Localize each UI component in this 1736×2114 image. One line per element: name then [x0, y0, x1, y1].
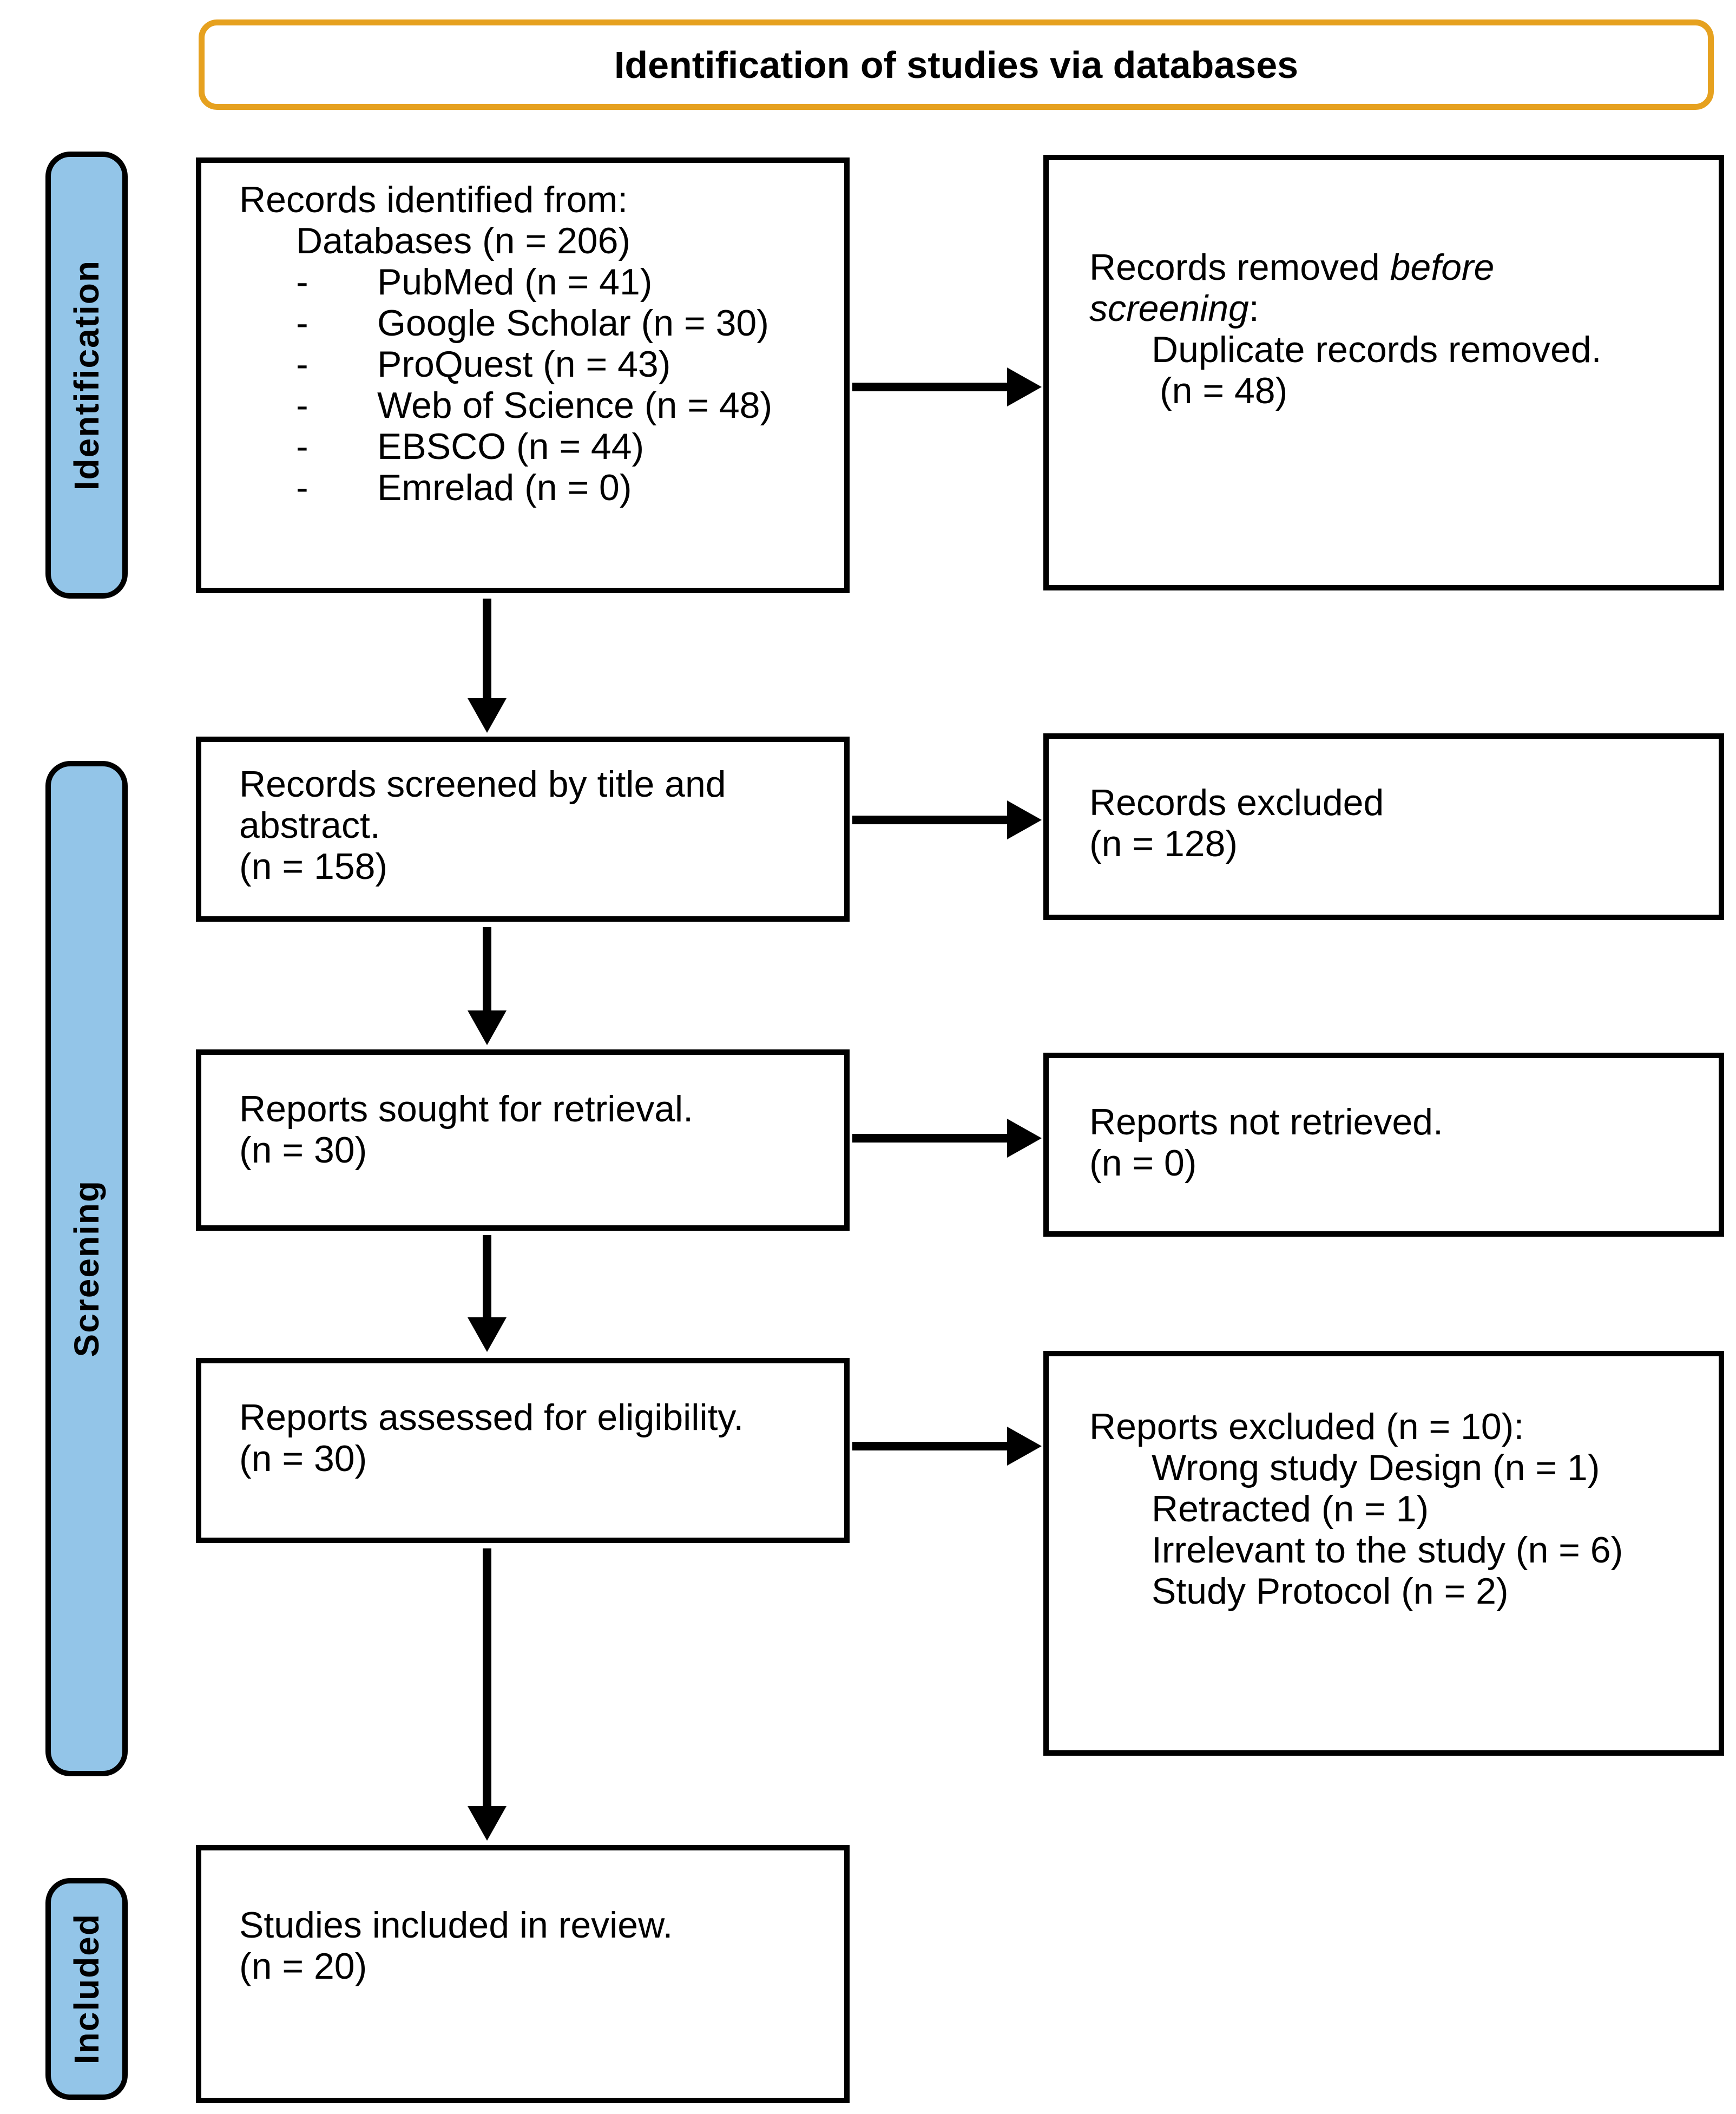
records-screened-line2: abstract.	[239, 805, 380, 846]
arrow-right-2-shaft	[852, 816, 1008, 824]
box-reports-excluded: Reports excluded (n = 10): Wrong study D…	[1043, 1351, 1724, 1756]
records-removed-count: (n = 48)	[1160, 370, 1288, 411]
database-item: - Web of Science (n = 48)	[296, 385, 833, 426]
reports-excluded-item: Irrelevant to the study (n = 6)	[1152, 1529, 1623, 1571]
records-removed-line1: Records removed before	[1089, 247, 1708, 288]
records-excluded-line1: Records excluded	[1089, 782, 1384, 823]
database-item: - Google Scholar (n = 30)	[296, 303, 833, 344]
database-item-label: PubMed (n = 41)	[377, 261, 653, 303]
dash-bullet: -	[296, 344, 308, 385]
arrow-down-1-head	[468, 698, 507, 733]
stage-label-screening-text: Screening	[67, 1180, 106, 1357]
dash-bullet: -	[296, 467, 308, 508]
database-item: - PubMed (n = 41)	[296, 261, 833, 303]
reports-not-retrieved-count: (n = 0)	[1089, 1143, 1197, 1184]
studies-included-count: (n = 20)	[239, 1946, 367, 1987]
arrow-down-2-shaft	[483, 927, 491, 1012]
stage-label-included: Included	[45, 1878, 128, 2100]
title-text: Identification of studies via databases	[614, 43, 1299, 86]
arrow-right-2-head	[1007, 800, 1042, 839]
arrow-down-2-head	[468, 1010, 507, 1045]
database-item: - ProQuest (n = 43)	[296, 344, 833, 385]
arrow-right-3-head	[1007, 1119, 1042, 1158]
arrow-down-4-head	[468, 1806, 507, 1841]
records-identified-subheading: Databases (n = 206)	[296, 220, 631, 261]
reports-sought-count: (n = 30)	[239, 1130, 367, 1171]
arrow-down-3-shaft	[483, 1235, 491, 1318]
studies-included-line1: Studies included in review.	[239, 1905, 673, 1946]
box-records-excluded: Records excluded (n = 128)	[1043, 733, 1724, 920]
database-item-label: Google Scholar (n = 30)	[377, 303, 769, 344]
arrow-right-3-shaft	[852, 1134, 1008, 1143]
reports-sought-line1: Reports sought for retrieval.	[239, 1088, 694, 1130]
arrow-down-4-shaft	[483, 1548, 491, 1807]
dash-bullet: -	[296, 303, 308, 344]
database-item-label: ProQuest (n = 43)	[377, 344, 671, 385]
box-reports-not-retrieved: Reports not retrieved. (n = 0)	[1043, 1053, 1724, 1237]
records-removed-detail: Duplicate records removed.	[1152, 329, 1602, 370]
reports-excluded-heading: Reports excluded (n = 10):	[1089, 1406, 1524, 1447]
dash-bullet: -	[296, 385, 308, 426]
database-item-label: Emrelad (n = 0)	[377, 467, 632, 508]
arrow-right-1-shaft	[852, 383, 1008, 391]
records-removed-line1-normal: Records removed	[1089, 247, 1390, 288]
dash-bullet: -	[296, 426, 308, 467]
box-studies-included: Studies included in review. (n = 20)	[196, 1845, 850, 2103]
reports-excluded-item: Retracted (n = 1)	[1152, 1488, 1429, 1529]
records-screened-line1: Records screened by title and	[239, 764, 726, 805]
database-item: - Emrelad (n = 0)	[296, 467, 833, 508]
reports-excluded-item: Wrong study Design (n = 1)	[1152, 1447, 1600, 1488]
reports-assessed-line1: Reports assessed for eligibility.	[239, 1397, 744, 1438]
database-item-label: Web of Science (n = 48)	[377, 385, 773, 426]
reports-assessed-count: (n = 30)	[239, 1438, 367, 1479]
records-identified-heading: Records identified from:	[239, 179, 628, 220]
stage-label-included-text: Included	[67, 1913, 106, 2065]
database-item-label: EBSCO (n = 44)	[377, 426, 645, 467]
records-removed-line1-italic: before	[1390, 247, 1495, 288]
arrow-right-4-shaft	[852, 1442, 1008, 1450]
stage-label-identification-text: Identification	[67, 259, 106, 491]
box-reports-assessed: Reports assessed for eligibility. (n = 3…	[196, 1358, 850, 1543]
arrow-right-4-head	[1007, 1427, 1042, 1466]
records-screened-count: (n = 158)	[239, 846, 388, 887]
records-excluded-count: (n = 128)	[1089, 823, 1238, 864]
box-records-identified: Records identified from: Databases (n = …	[196, 157, 850, 593]
arrow-down-1-shaft	[483, 599, 491, 699]
box-reports-sought: Reports sought for retrieval. (n = 30)	[196, 1049, 850, 1231]
database-item: - EBSCO (n = 44)	[296, 426, 833, 467]
reports-not-retrieved-line1: Reports not retrieved.	[1089, 1101, 1443, 1143]
records-removed-line2: screening:	[1089, 288, 1708, 329]
arrow-down-3-head	[468, 1317, 507, 1352]
dash-bullet: -	[296, 261, 308, 303]
records-removed-line2-italic: screening	[1089, 288, 1249, 329]
records-removed-line2-suffix: :	[1248, 288, 1259, 329]
stage-label-identification: Identification	[45, 152, 128, 599]
arrow-right-1-head	[1007, 367, 1042, 406]
stage-label-screening: Screening	[45, 761, 128, 1776]
box-records-removed: Records removed before screening: Duplic…	[1043, 155, 1724, 590]
title-banner: Identification of studies via databases	[199, 19, 1714, 110]
reports-excluded-item: Study Protocol (n = 2)	[1152, 1571, 1509, 1612]
box-records-screened: Records screened by title and abstract. …	[196, 737, 850, 922]
